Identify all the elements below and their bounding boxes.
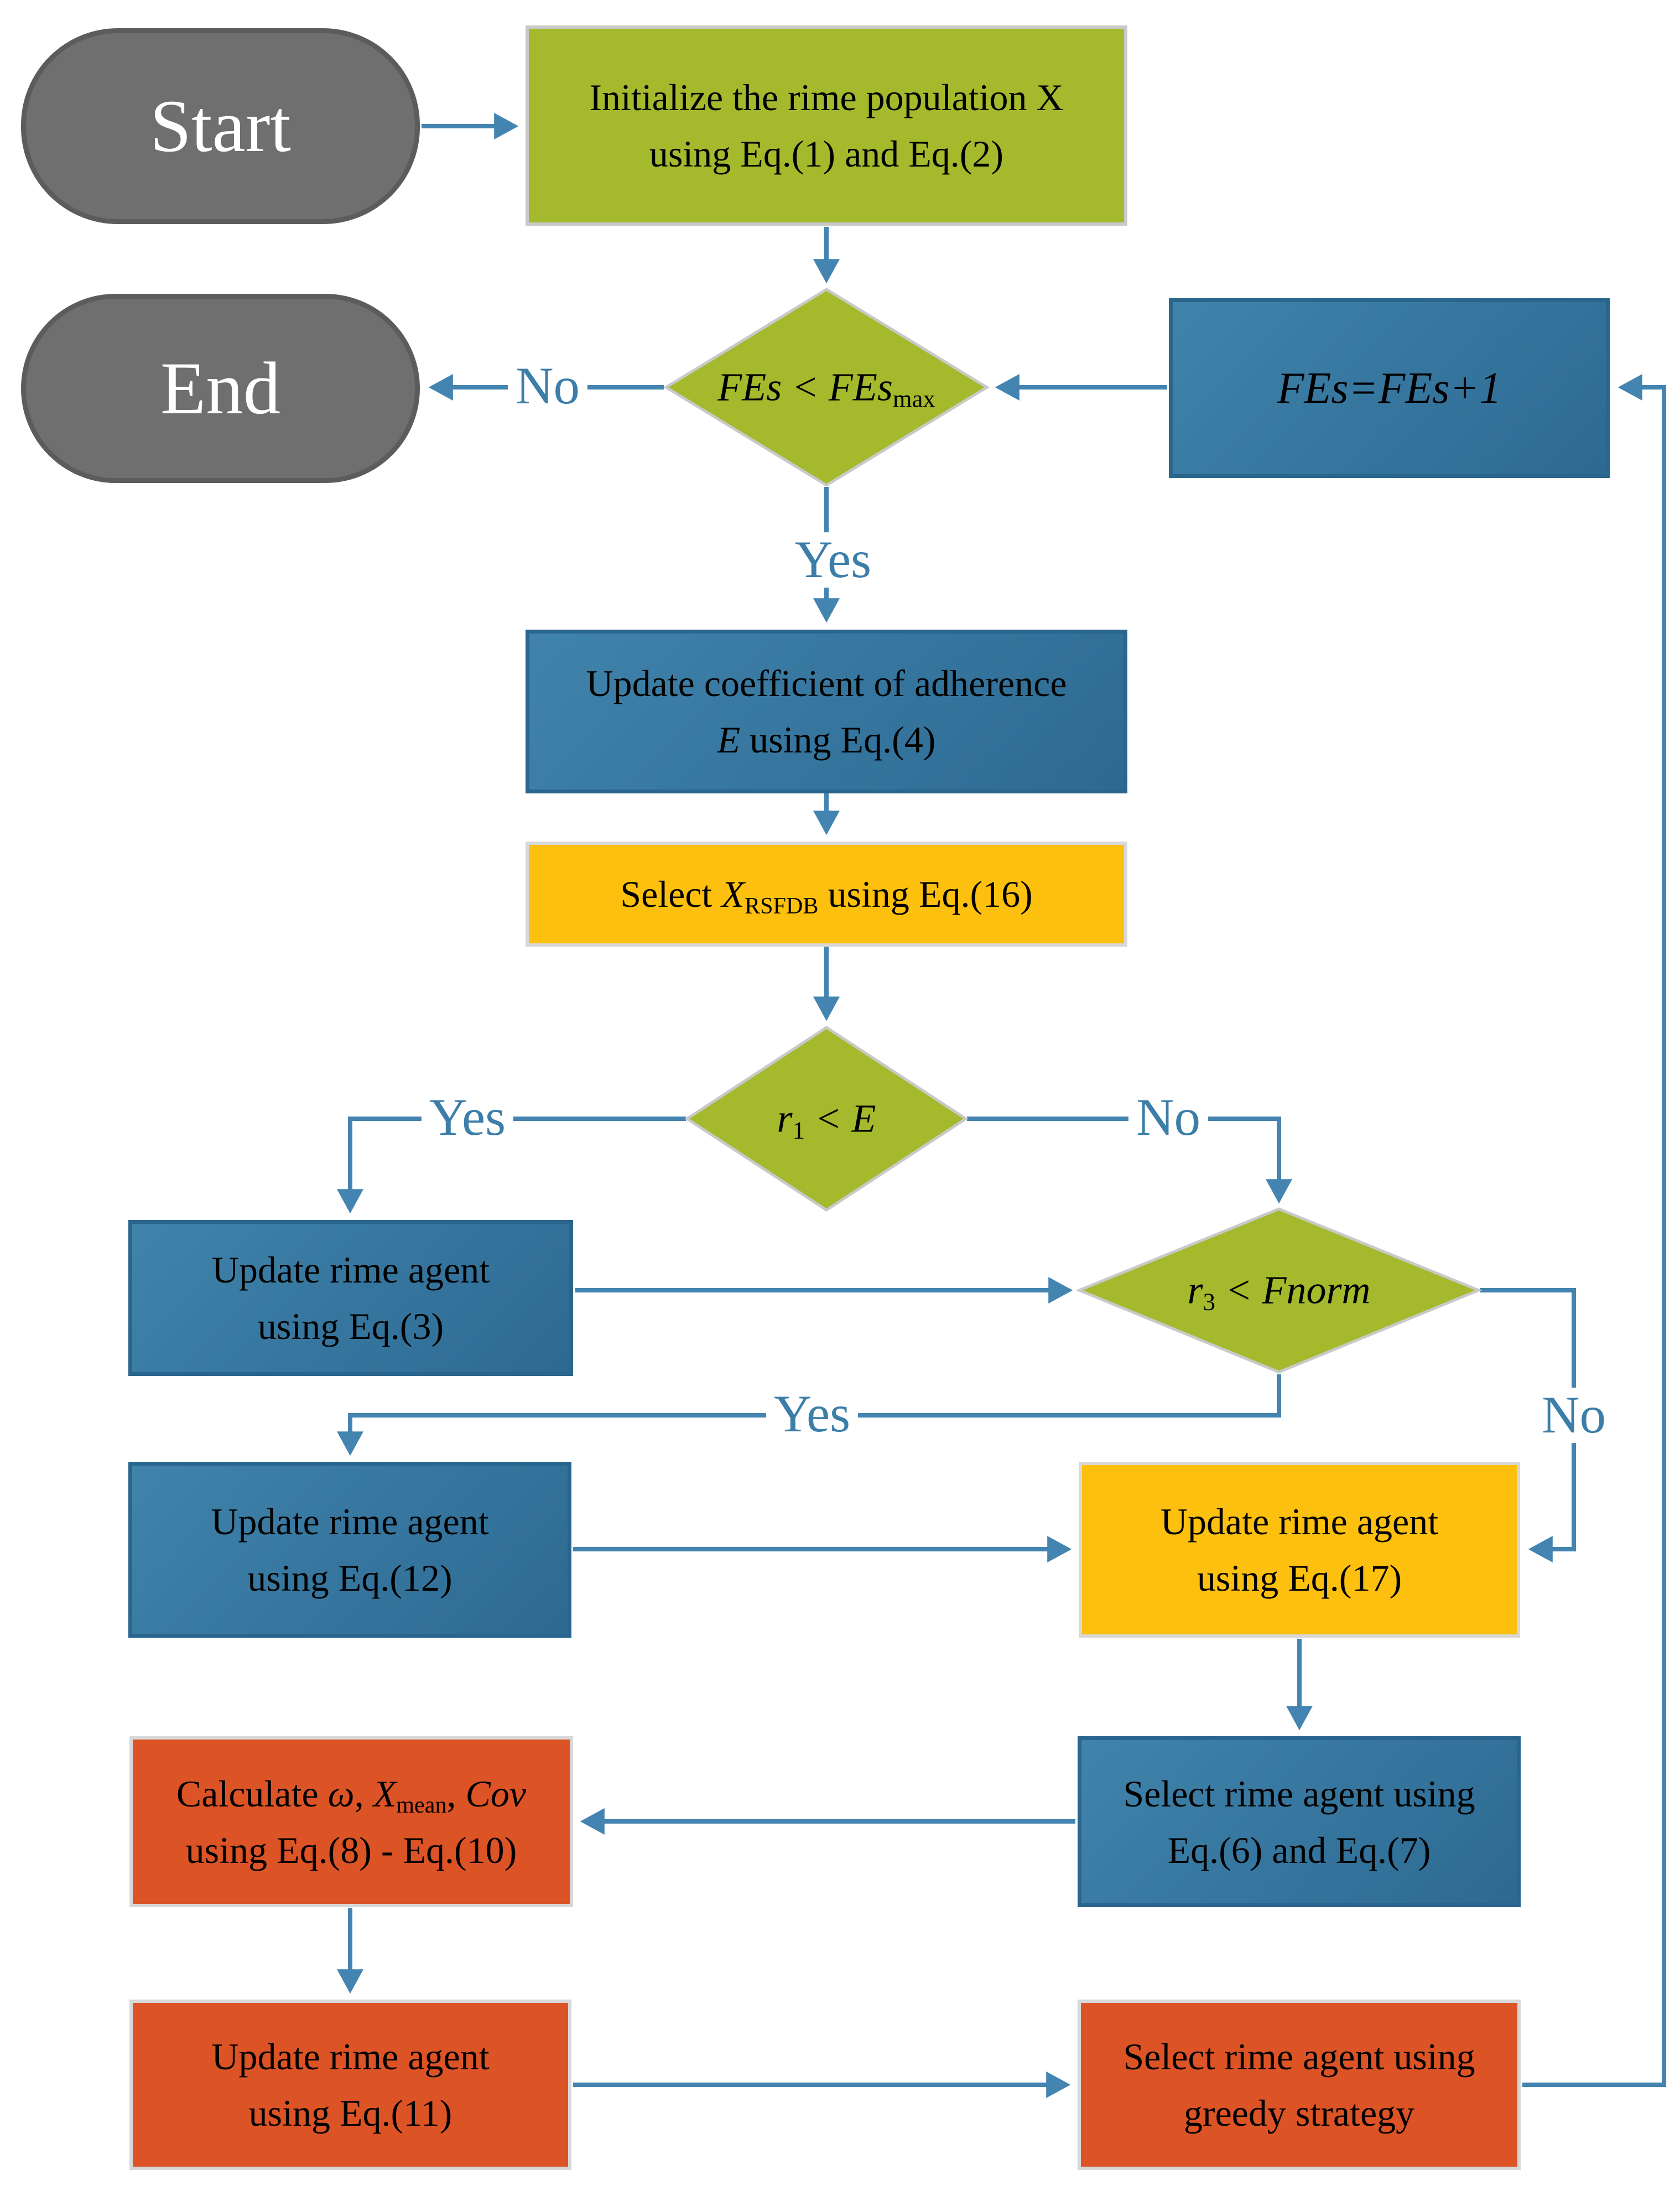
edge-greedy-loop-to-fesinc: [1522, 374, 1666, 2087]
fes-increment-node: FEs=FEs+1: [1169, 298, 1610, 478]
r3-no-label: No: [1533, 1387, 1614, 1443]
edge-r1-no-to-r3: [967, 1117, 1292, 1204]
r3-yes-label: Yes: [766, 1386, 859, 1442]
edge-r1-yes-to-eq3: [337, 1117, 686, 1214]
start-node: Start: [21, 28, 420, 224]
select-xrsfdb-node: Select XRSFDB using Eq.(16): [526, 842, 1127, 947]
r3-check-label: r3 < Fnorm: [1187, 1268, 1371, 1316]
r1-yes-label: Yes: [421, 1089, 514, 1145]
fes-check-label: FEs < FEsmax: [717, 365, 935, 413]
r1-no-label: No: [1128, 1089, 1209, 1145]
fes-yes-label: Yes: [787, 532, 880, 588]
r1-check-label: r1 < E: [777, 1096, 876, 1144]
end-node: End: [21, 294, 420, 483]
fes-no-label: No: [507, 358, 588, 414]
decision-fes-diamond: [663, 288, 990, 487]
decision-r1-diamond: [684, 1026, 969, 1212]
decision-r3-diamond: [1075, 1207, 1483, 1374]
